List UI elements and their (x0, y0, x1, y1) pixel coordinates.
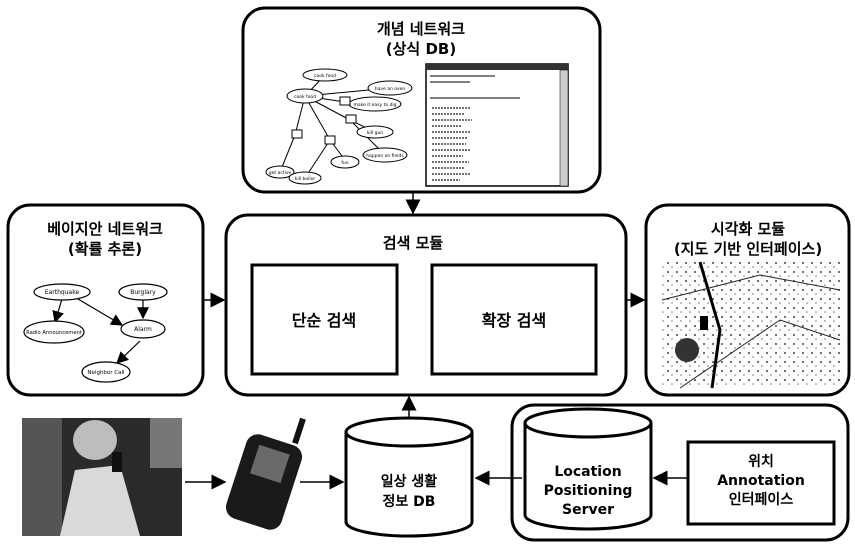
bayes-label-burglary: Burglary (130, 289, 156, 296)
bayesian-graph (23, 283, 168, 383)
concept-network-title: 개념 네트워크 (377, 20, 465, 38)
simple-search-label: 단순 검색 (292, 311, 356, 330)
bayes-label-alarm: Alarm (134, 326, 152, 333)
annotation-label-line1: 위치 (748, 454, 774, 470)
concept-network-subtitle: (상식 DB) (386, 40, 456, 58)
concept-node-label: kill gun (367, 130, 383, 136)
concept-node-label: have an oven (375, 86, 406, 92)
bayes-node-burglary (118, 283, 168, 301)
concept-graph-labels: cook food have an oven cook food make it… (269, 73, 406, 182)
commonsense-db-window-thumbnail (425, 63, 569, 187)
location-server-cylinder (523, 407, 653, 531)
bayesian-network-subtitle: (확률 추론) (68, 240, 142, 258)
bayes-label-earthquake: Earthquake (45, 289, 80, 296)
bayesian-graph-labels: Earthquake Burglary Radio Announcement A… (26, 289, 156, 376)
location-server-label-line1: Location (554, 464, 621, 480)
bayes-node-earthquake (33, 283, 91, 301)
lifelog-db-label-line1: 일상 생활 (381, 473, 438, 490)
concept-node-label: kill boiler (295, 176, 316, 182)
annotation-label-line2: Annotation (717, 473, 805, 489)
map-thumbnail (661, 261, 841, 389)
concept-node-label: cook food (294, 94, 316, 100)
extended-search-label: 확장 검색 (482, 311, 546, 330)
annotation-interface-box (686, 440, 836, 526)
lifelog-db-cylinder (344, 416, 474, 538)
bayes-node-neighbor (81, 361, 131, 383)
simple-search-box (250, 263, 399, 376)
concept-node-label: make it easy to dig (353, 102, 396, 108)
concept-graph-thumbnail (265, 68, 413, 185)
bayesian-network-title: 베이지안 네트워크 (47, 220, 163, 238)
annotation-label-line3: 인터페이스 (729, 491, 794, 508)
concept-node-label: cook food (314, 73, 336, 79)
concept-node-label: fun (341, 160, 348, 166)
lifelog-db-label-line2: 정보 DB (383, 493, 436, 510)
bayes-node-radio (23, 320, 85, 344)
concept-node-label: happen on fields (366, 153, 404, 159)
user-photo (22, 418, 182, 536)
extended-search-box (430, 263, 598, 376)
location-server-label-line3: Server (562, 502, 614, 518)
location-server-label-line2: Positioning (544, 483, 633, 499)
bayes-label-neighbor: Neighbor Call (87, 370, 125, 376)
visualization-title: 시각화 모듈 (711, 220, 785, 238)
bayes-node-alarm (120, 319, 166, 339)
search-module-title: 검색 모듈 (383, 234, 444, 252)
concept-node-label: get active (269, 170, 292, 176)
mobile-phone-icon (225, 417, 306, 530)
bayes-label-radio: Radio Announcement (26, 330, 82, 336)
visualization-subtitle: (지도 기반 인터페이스) (674, 240, 822, 258)
